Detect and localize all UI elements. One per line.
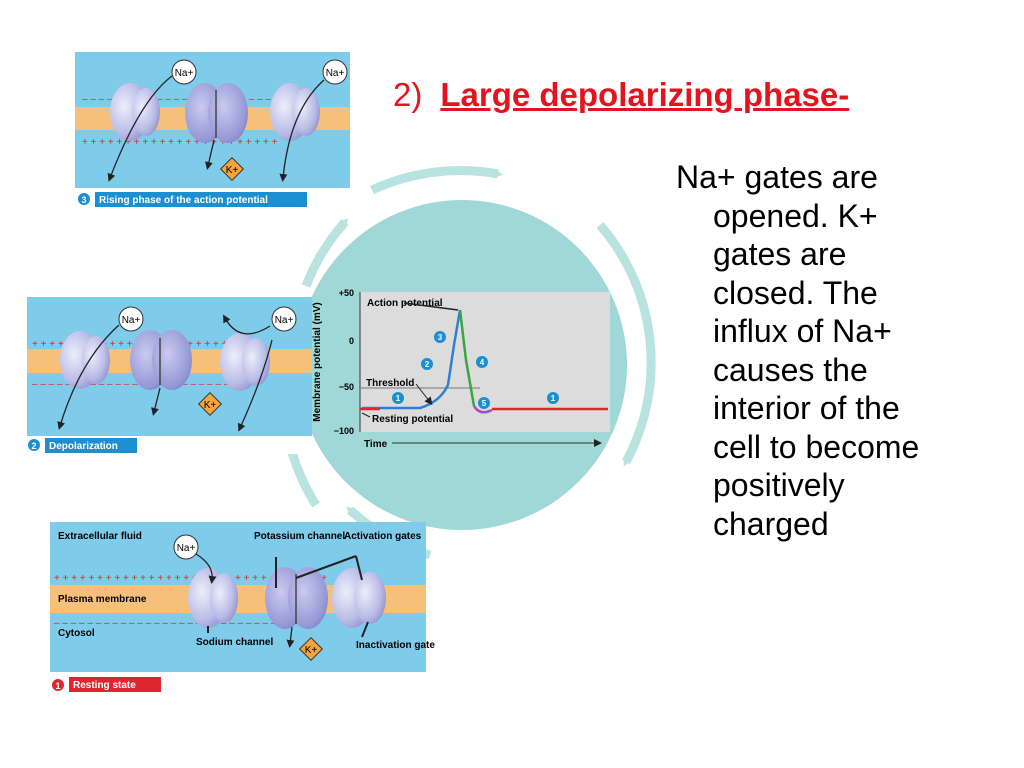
body-line: charged xyxy=(713,505,829,542)
na-ion-label: Na+ xyxy=(122,315,141,326)
panel-rising-phase: – – – – – – – – – – – – – – – – – – – – … xyxy=(75,52,350,208)
plasma-membrane-label: Plasma membrane xyxy=(58,594,147,605)
step-number: 2 xyxy=(31,441,36,451)
resting-potential-label: Resting potential xyxy=(372,414,453,425)
svg-text:– – – – – – – – – – – – – – –: – – – – – – – – – – – – – – – – – – – – … xyxy=(54,618,319,629)
svg-text:1: 1 xyxy=(551,394,556,403)
k-ion-label: K+ xyxy=(204,400,217,411)
body-line: opened. K+ xyxy=(713,197,878,234)
k-ion-label: K+ xyxy=(226,165,239,176)
body-line: influx of Na+ xyxy=(713,313,892,349)
graph-xlabel: Time xyxy=(364,439,388,450)
slide-body-text: Na+ gates are opened. K+ gates are close… xyxy=(676,158,996,543)
panel-caption: Resting state xyxy=(73,680,136,691)
svg-text:5: 5 xyxy=(482,399,487,408)
cycle-arrow xyxy=(287,447,320,508)
heading-number: 2) xyxy=(393,76,423,113)
extracellular-label: Extracellular fluid xyxy=(58,531,142,542)
graph-step-markers: 1 2 3 4 5 1 xyxy=(392,331,559,409)
undershoot-curve xyxy=(472,405,493,414)
body-line: gates are xyxy=(713,236,847,272)
body-line: closed. The xyxy=(713,274,878,311)
svg-text:+ + + + + + + + + + + + + + +: + + + + + + + + + + + + + + + + + + + + … xyxy=(54,573,327,584)
na-ion-label: Na+ xyxy=(275,315,294,326)
sodium-channel-label: Sodium channel xyxy=(196,637,273,648)
panel-caption: Rising phase of the action potential xyxy=(99,195,268,206)
panel-depolarization: + + + + + + + + + + + + + + + + + + + + … xyxy=(27,297,312,454)
na-ion-label: Na+ xyxy=(175,68,194,79)
na-ion-label: Na+ xyxy=(177,543,196,554)
graph-ytick: −50 xyxy=(339,382,354,392)
potassium-channel-label: Potassium channel xyxy=(254,531,345,542)
body-line: positively xyxy=(713,467,845,503)
falling-curve xyxy=(458,309,476,407)
cytosol-label: Cytosol xyxy=(58,628,95,639)
svg-text:3: 3 xyxy=(438,333,443,342)
svg-text:1: 1 xyxy=(396,394,401,403)
slide-heading: 2) Large depolarizing phase- xyxy=(393,76,849,114)
threshold-label: Threshold xyxy=(366,378,414,389)
graph-ytick: +50 xyxy=(339,288,354,298)
body-line: interior of the xyxy=(713,390,900,426)
cycle-arrow xyxy=(370,166,503,195)
svg-text:2: 2 xyxy=(425,360,430,369)
svg-text:– – – – – – – – – – – – – – –: – – – – – – – – – – – – – – – – – – – – … xyxy=(32,379,230,390)
body-line: cell to become xyxy=(713,428,920,465)
action-potential-diagram: – – – – – – – – – – – – – – – – – – – – … xyxy=(27,52,656,694)
graph-ytick: 0 xyxy=(349,336,354,346)
graph-ylabel: Membrane potential (mV) xyxy=(312,302,323,421)
activation-gates-label: Activation gates xyxy=(344,531,422,542)
body-line: causes the xyxy=(713,351,868,388)
body-line: Na+ gates are xyxy=(676,159,878,195)
panel-resting-state: + + + + + + + + + + + + + + + + + + + + … xyxy=(50,522,435,694)
na-ion-label: Na+ xyxy=(326,68,345,79)
action-potential-graph: Membrane potential (mV) +50 0 −50 −100 T… xyxy=(312,288,610,450)
inactivation-gate-label: Inactivation gate xyxy=(356,640,435,651)
svg-text:– – – – – – – – – – – – – – –: – – – – – – – – – – – – – – – – – – – – … xyxy=(82,94,280,105)
svg-text:4: 4 xyxy=(480,358,485,367)
graph-ytick: −100 xyxy=(334,426,354,436)
cycle-arrow xyxy=(596,222,656,467)
svg-text:+ + + + + + + + + + + + + + +: + + + + + + + + + + + + + + + + + + + + … xyxy=(82,137,278,148)
k-ion-label: K+ xyxy=(305,645,318,656)
cycle-arrow xyxy=(301,218,349,288)
rising-curve xyxy=(362,309,462,410)
step-number: 1 xyxy=(55,681,60,691)
panel-caption: Depolarization xyxy=(49,441,118,452)
step-number: 3 xyxy=(81,195,86,205)
heading-title: Large depolarizing phase- xyxy=(440,76,850,113)
